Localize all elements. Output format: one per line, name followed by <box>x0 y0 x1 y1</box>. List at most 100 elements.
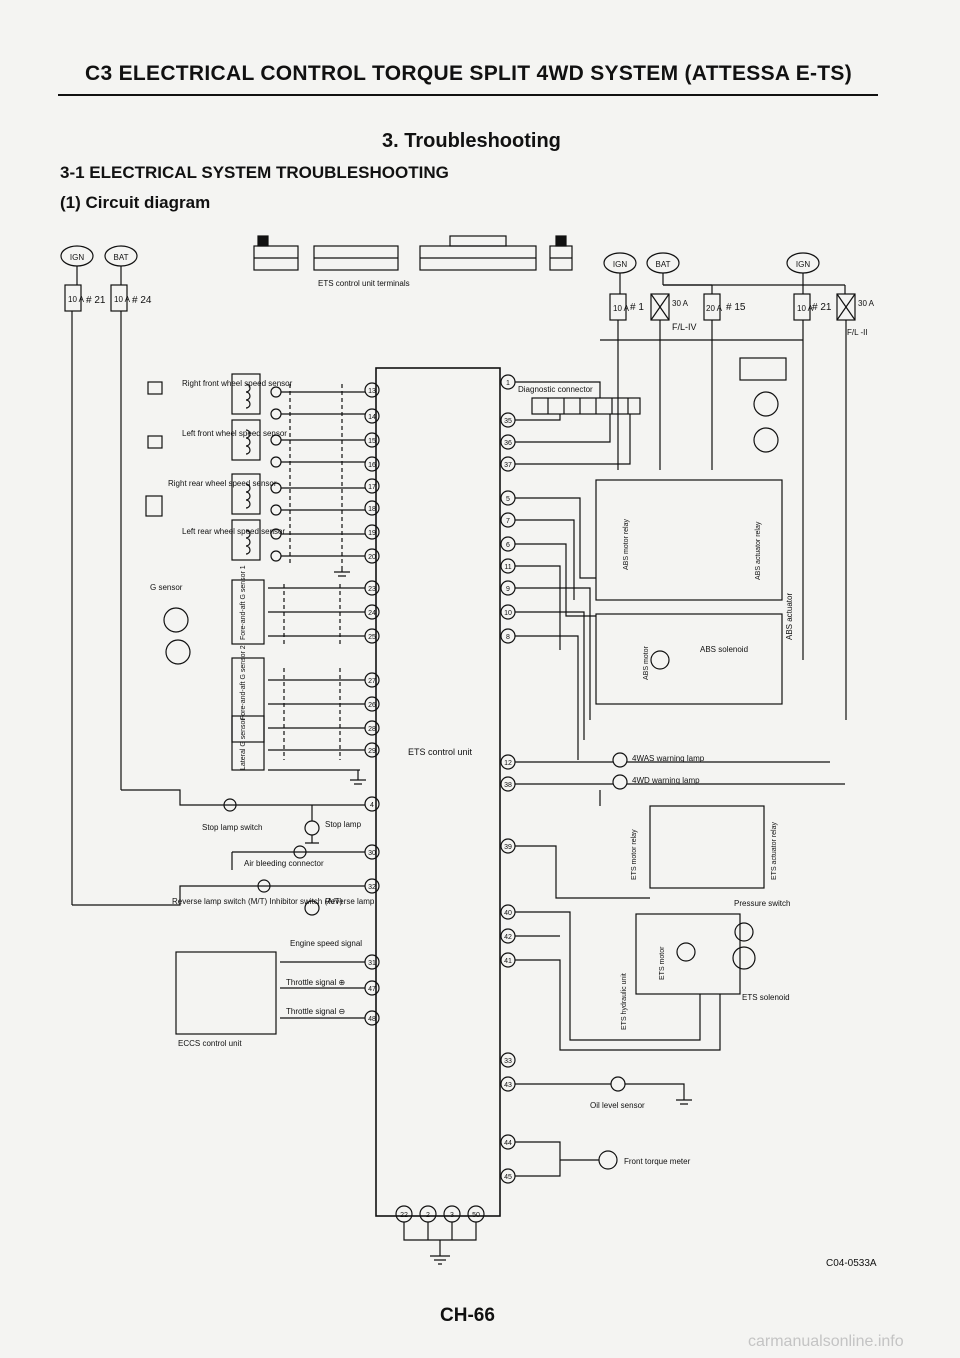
svg-text:3: 3 <box>450 1212 454 1219</box>
svg-text:5: 5 <box>506 496 510 503</box>
svg-text:44: 44 <box>504 1140 512 1147</box>
ign-label-right: IGN <box>613 260 627 269</box>
svg-text:2: 2 <box>426 1212 430 1219</box>
reverse-lamp-symbol <box>304 900 320 916</box>
ets-motor-relay-label: ETS motor relay <box>631 829 638 880</box>
g-sensor-blocks <box>231 579 366 785</box>
ets-solenoid-label: ETS solenoid <box>742 993 790 1002</box>
svg-text:22: 22 <box>400 1212 408 1219</box>
abs-actuator-connector-1 <box>739 357 787 381</box>
bat-label: BAT <box>114 253 129 262</box>
svg-text:28: 28 <box>368 726 376 733</box>
section-title: 3. Troubleshooting <box>382 130 561 152</box>
svg-text:16: 16 <box>368 462 376 469</box>
fuse-10a-far-right <box>793 293 811 321</box>
pressure-switch-label: Pressure switch <box>734 899 790 908</box>
ets-motor-symbol <box>676 942 696 962</box>
g-sensor-connectors <box>163 607 191 665</box>
svg-text:18: 18 <box>368 506 376 513</box>
header-title: C3 ELECTRICAL CONTROL TORQUE SPLIT 4WD S… <box>85 62 853 85</box>
right-rear-sensor-label: Right rear wheel speed sensor <box>168 479 277 488</box>
right-terminals: 1 35 36 37 5 7 6 11 9 10 8 12 38 39 40 4… <box>500 374 516 1184</box>
ign-label-far-right: IGN <box>796 260 810 269</box>
svg-text:31: 31 <box>368 960 376 967</box>
watermark: carmanualsonline.info <box>748 1333 904 1350</box>
lateral-g-label: Lateral G sensor <box>240 718 247 770</box>
fuse-1-label: # 1 <box>630 302 644 313</box>
svg-text:50: 50 <box>472 1212 480 1219</box>
fuse-10a-far-right-label: 10 A <box>797 304 814 313</box>
wheel-sensor-connectors <box>145 381 163 517</box>
stop-lamp-switch-symbol <box>223 798 237 812</box>
front-torque-meter-symbol <box>598 1150 618 1170</box>
wheel-sensor-wiring <box>231 373 365 577</box>
svg-text:19: 19 <box>368 530 376 537</box>
svg-text:1: 1 <box>506 380 510 387</box>
fuse-10a-right <box>110 284 128 312</box>
abs-motor-relay-label: ABS motor relay <box>623 519 630 570</box>
ets-terminal-connectors <box>253 235 573 271</box>
fore-aft-1-label: Fore-and-aft G sensor 1 <box>240 565 247 640</box>
abs-actuator-connector-2 <box>753 391 779 417</box>
stop-lamp-symbol <box>304 820 320 836</box>
svg-text:20: 20 <box>368 554 376 561</box>
svg-text:4: 4 <box>370 802 374 809</box>
oil-level-label: Oil level sensor <box>590 1101 645 1110</box>
fuse-15-label: # 15 <box>726 302 746 313</box>
diagnostic-connector <box>531 397 641 415</box>
svg-text:40: 40 <box>504 910 512 917</box>
bottom-terminals: 22 2 3 50 <box>395 1205 485 1223</box>
svg-text:15: 15 <box>368 438 376 445</box>
abs-motor-symbol <box>650 650 670 670</box>
reverse-lamp-label: Reverse lamp <box>325 897 375 906</box>
pressure-switch-connector <box>734 922 754 942</box>
fusible-link-2-label: F/L -II <box>847 328 868 337</box>
ground-symbol <box>430 1255 450 1265</box>
abs-relay-box <box>595 479 783 601</box>
fusible-30a-label-1: 30 A <box>672 299 689 308</box>
svg-text:9: 9 <box>506 586 510 593</box>
svg-text:42: 42 <box>504 934 512 941</box>
ets-control-unit-box <box>375 367 501 1217</box>
bat-label-right: BAT <box>656 260 671 269</box>
abs-solenoid-label: ABS solenoid <box>700 645 748 654</box>
svg-text:23: 23 <box>368 586 376 593</box>
svg-text:8: 8 <box>506 634 510 641</box>
fusible-30a-label-2: 30 A <box>858 299 875 308</box>
svg-text:11: 11 <box>504 564 511 571</box>
svg-text:13: 13 <box>368 388 376 395</box>
fuse-10a-label-2: 10 A <box>114 295 131 304</box>
fore-aft-2-label: Fore-and-aft G sensor 2 <box>240 645 247 720</box>
svg-text:29: 29 <box>368 748 376 755</box>
page-number: CH-66 <box>440 1305 495 1326</box>
ets-actuator-relay-label: ETS actuator relay <box>771 822 778 880</box>
svg-text:27: 27 <box>368 678 376 685</box>
fuse-10a-right-1-label: 10 A <box>613 304 630 313</box>
circuit-diagram-heading: (1) Circuit diagram <box>60 193 211 212</box>
svg-text:43: 43 <box>504 1082 512 1089</box>
eccs-label: ECCS control unit <box>178 1039 242 1048</box>
svg-text:26: 26 <box>368 702 376 709</box>
ign-label: IGN <box>70 253 84 262</box>
left-terminals: 13 14 15 16 17 18 19 20 23 24 25 27 26 2… <box>364 382 380 1026</box>
4wd-warning-lamp-label: 4WD warning lamp <box>632 776 700 785</box>
ets-solenoid-connector <box>732 946 756 970</box>
svg-text:35: 35 <box>504 418 512 425</box>
reverse-switch-label: Reverse lamp switch (M/T) Inhibitor swit… <box>172 897 343 906</box>
air-bleeding-connector-symbol <box>293 845 307 859</box>
fuse-21-label: # 21 <box>86 295 106 306</box>
svg-text:30: 30 <box>368 850 376 857</box>
ets-terminals-label: ETS control unit terminals <box>318 279 410 288</box>
abs-actuator-label: ABS actuator <box>785 593 794 640</box>
throttle-minus-label: Throttle signal ⊖ <box>286 1007 345 1016</box>
document-code: C04-0533A <box>826 1258 877 1269</box>
fuse-21-right-label: # 21 <box>812 302 832 313</box>
left-front-sensor-label: Left front wheel speed sensor <box>182 429 287 438</box>
svg-text:45: 45 <box>504 1174 512 1181</box>
ets-hydraulic-unit-box <box>635 913 741 995</box>
fuse-10a-left <box>64 284 82 312</box>
torque-meter-label: Front torque meter <box>624 1157 691 1166</box>
svg-text:12: 12 <box>504 760 512 767</box>
svg-text:47: 47 <box>368 986 376 993</box>
reverse-switch-symbol <box>257 879 271 893</box>
